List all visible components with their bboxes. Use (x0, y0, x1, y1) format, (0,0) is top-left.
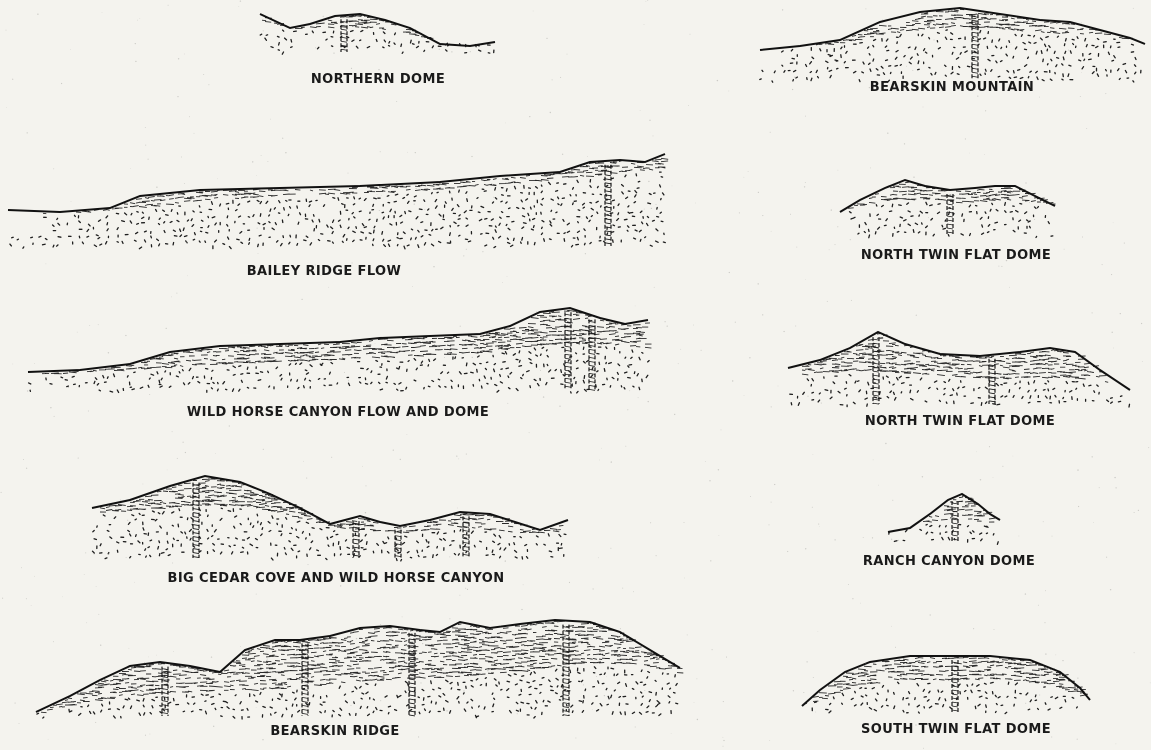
section-north-twin-flat-dome-2 (788, 332, 1130, 407)
section-northern-dome (260, 14, 495, 54)
feeder-dike (162, 667, 168, 716)
surface-profile (888, 494, 1000, 532)
tuff-pattern (37, 667, 678, 719)
flow-layer (848, 182, 1056, 208)
label-north-twin-flat-dome-2: NORTH TWIN FLAT DOME (865, 414, 1055, 429)
section-bearskin-ridge (36, 620, 683, 719)
label-bailey-ridge-flow: BAILEY RIDGE FLOW (247, 264, 402, 279)
feeder-dike (605, 165, 611, 246)
flow-layer (813, 657, 1088, 701)
tuff-pattern (760, 30, 1141, 82)
tuff-pattern (790, 375, 1130, 408)
section-bailey-ridge-flow (8, 154, 668, 249)
tuff-pattern (889, 524, 998, 544)
section-bearskin-mountain (760, 8, 1145, 82)
feeder-dike (952, 501, 958, 542)
flow-layer (802, 333, 1108, 382)
section-wild-horse-canyon-flow-and-dome (28, 308, 652, 393)
section-north-twin-flat-dome-1 (840, 180, 1056, 238)
tuff-pattern (804, 682, 1077, 713)
tuff-pattern (260, 30, 494, 54)
label-wild-horse-canyon-flow-and-dome: WILD HORSE CANYON FLOW AND DOME (187, 405, 489, 420)
section-big-cedar-cove-and-wild-horse-canyon (92, 476, 568, 561)
label-bearskin-ridge: BEARSKIN RIDGE (270, 724, 399, 739)
label-northern-dome: NORTHERN DOME (311, 72, 445, 87)
tuff-pattern (10, 172, 665, 249)
feeder-dike (353, 521, 359, 558)
feeder-dike (589, 319, 595, 390)
feeder-dike (565, 312, 571, 390)
section-ranch-canyon-dome (888, 494, 1000, 544)
surface-profile (788, 332, 1130, 390)
label-ranch-canyon-dome: RANCH CANYON DOME (863, 554, 1035, 569)
tuff-pattern (29, 347, 650, 393)
label-big-cedar-cove-and-wild-horse-canyon: BIG CEDAR COVE AND WILD HORSE CANYON (168, 571, 505, 586)
label-south-twin-flat-dome: SOUTH TWIN FLAT DOME (861, 722, 1051, 737)
surface-profile (28, 308, 648, 372)
surface-profile (760, 8, 1145, 50)
label-bearskin-mountain: BEARSKIN MOUNTAIN (870, 80, 1034, 95)
surface-profile (8, 154, 665, 212)
section-south-twin-flat-dome (802, 656, 1090, 714)
label-north-twin-flat-dome-1: NORTH TWIN FLAT DOME (861, 248, 1051, 263)
